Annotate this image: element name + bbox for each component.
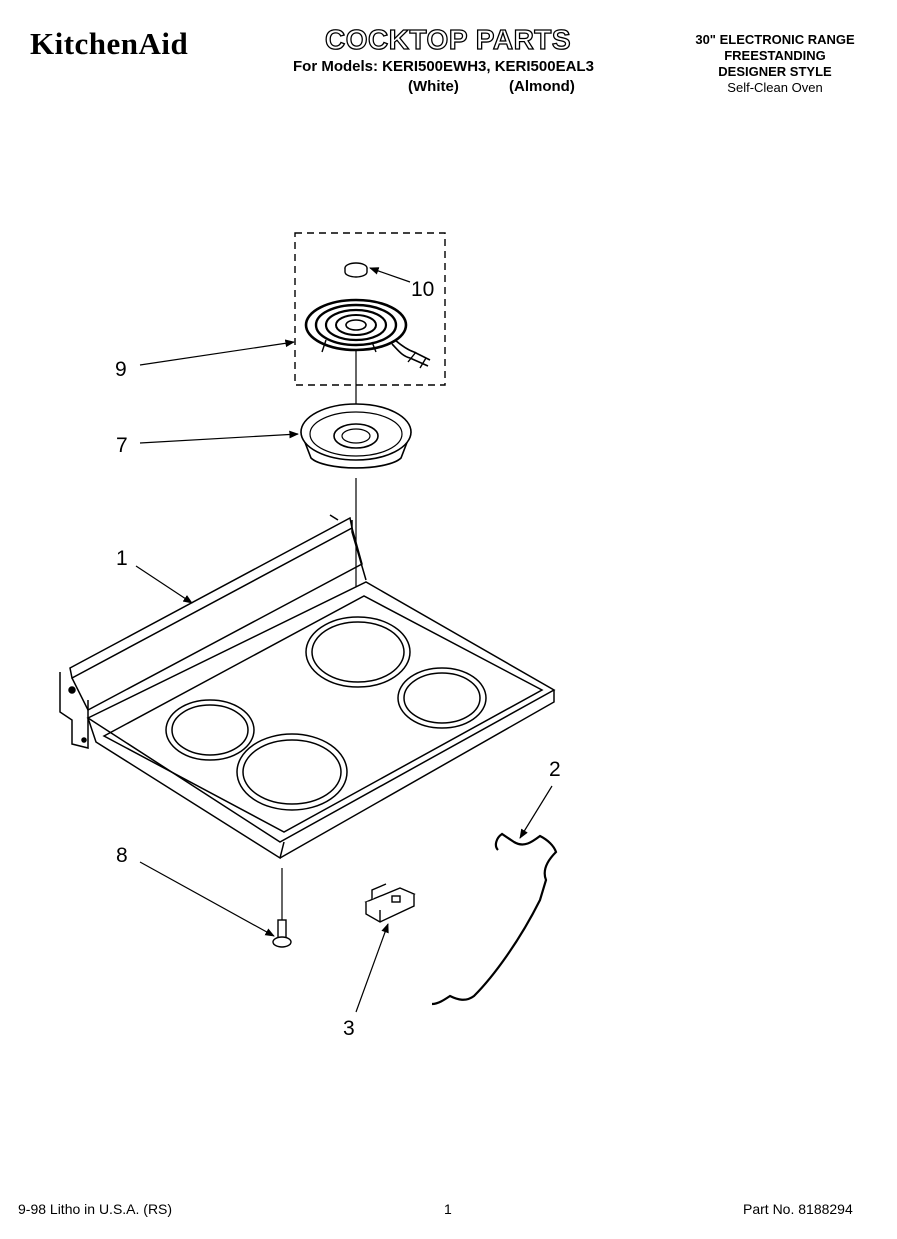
callout-1: 1 (116, 547, 128, 570)
page-title: COCKTOP PARTS (324, 23, 572, 55)
callout-2: 2 (549, 758, 561, 781)
litho-note: 9-98 Litho in U.S.A. (RS) (18, 1201, 173, 1217)
leader-arrow-1 (135, 565, 193, 604)
part-1-main-cooktop (59, 514, 556, 860)
spec-line: Self-Clean Oven (727, 80, 823, 95)
part-9-surface-element (304, 298, 431, 369)
models-line: For Models: KERI500EWH3, KERI500EAL3 (293, 58, 594, 75)
spec-line: DESIGNER STYLE (718, 64, 832, 79)
spec-line: FREESTANDING (724, 48, 826, 63)
callout-7: 7 (116, 434, 128, 457)
page-number: 1 (444, 1201, 452, 1217)
callout-9: 9 (115, 358, 127, 381)
leader-arrow-9 (139, 339, 295, 366)
part-8-leg-screw (272, 919, 292, 948)
leader-arrow-3 (355, 923, 389, 1013)
callout-8: 8 (116, 844, 128, 867)
part-3-clip (364, 883, 416, 923)
leader-arrow-7 (139, 430, 299, 444)
leader-arrow-8 (139, 861, 275, 937)
model-variant-almond: (Almond) (509, 78, 575, 95)
callout-10: 10 (411, 278, 434, 301)
part-10-center-cap (344, 262, 368, 278)
leader-arrow-2 (519, 785, 553, 839)
leader-arrow-10 (369, 267, 411, 283)
spec-block: 30" ELECTRONIC RANGE FREESTANDING DESIGN… (660, 32, 890, 96)
part-2-wire-rod (431, 832, 558, 1006)
model-variant-white: (White) (408, 78, 459, 95)
part-7-drip-bowl (300, 403, 412, 469)
part-number: Part No. 8188294 (743, 1201, 853, 1217)
brand-logo: KitchenAid (30, 26, 189, 61)
callout-3: 3 (343, 1017, 355, 1040)
element-assembly-box (294, 232, 446, 386)
spec-line: 30" ELECTRONIC RANGE (695, 32, 855, 47)
